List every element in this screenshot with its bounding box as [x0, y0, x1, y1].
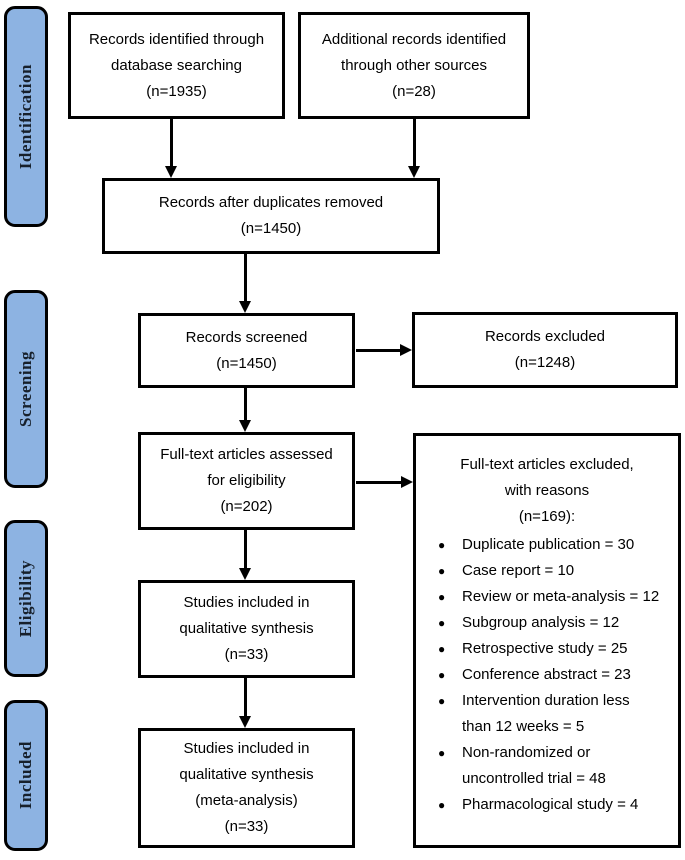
stage-included-label: Included: [16, 741, 35, 810]
stage-included: Included: [4, 700, 48, 851]
excluded-reason-item: ● Review or meta-analysis = 12: [416, 584, 678, 610]
excluded-reasons-list: ● Duplicate publication = 30 ● Case repo…: [416, 532, 678, 818]
bullet-icon: ●: [438, 798, 446, 812]
box-records-screened-line: Records screened: [185, 328, 308, 346]
excluded-reason-item: ● Pharmacological study = 4: [416, 792, 678, 818]
box-qualitative-synthesis-line: Studies included in: [183, 594, 310, 611]
stage-identification: Identification: [4, 6, 48, 227]
box-records-identified-line: Records identified through: [88, 30, 265, 48]
box-additional-records-count: (n=28): [392, 82, 436, 100]
box-records-screened: Records screened (n=1450): [138, 313, 355, 388]
bullet-icon: ●: [438, 642, 446, 656]
box-meta-analysis: Studies included in qualitative synthesi…: [138, 728, 355, 848]
excluded-reason-text: Subgroup analysis = 12: [462, 614, 620, 631]
bullet-icon: ●: [438, 538, 446, 552]
box-records-screened-count: (n=1450): [216, 354, 277, 372]
bullet-icon: ●: [438, 668, 446, 682]
bullet-icon: ●: [438, 564, 446, 578]
box-fulltext-excluded-heading: Full-text articles excluded,: [460, 456, 634, 473]
box-fulltext-excluded-heading: with reasons: [504, 482, 590, 499]
excluded-reason-item: ● Conference abstract = 23: [416, 662, 678, 688]
excluded-reason-item: ● Duplicate publication = 30: [416, 532, 678, 558]
excluded-reason-text: Intervention duration less: [462, 692, 630, 709]
excluded-reason-text: Review or meta-analysis = 12: [462, 588, 660, 605]
box-fulltext-assessed-line: for eligibility: [207, 472, 286, 489]
bullet-icon: ●: [438, 694, 446, 708]
box-fulltext-assessed-line: Full-text articles assessed: [160, 446, 333, 463]
box-records-identified-line: database searching: [111, 56, 242, 74]
box-qualitative-synthesis: Studies included in qualitative synthesi…: [138, 580, 355, 678]
bullet-icon: ●: [438, 590, 446, 604]
excluded-reason-item: ● Retrospective study = 25: [416, 636, 678, 662]
box-fulltext-assessed: Full-text articles assessed for eligibil…: [138, 432, 355, 530]
excluded-reason-text: Retrospective study = 25: [462, 640, 628, 657]
excluded-reason-item: ● Subgroup analysis = 12: [416, 610, 678, 636]
box-qualitative-synthesis-count: (n=33): [224, 646, 269, 663]
box-records-identified-count: (n=1935): [146, 82, 207, 100]
excluded-reason-text: Non-randomized or: [462, 744, 591, 761]
bullet-icon: ●: [438, 746, 446, 760]
excluded-reason-item: ● Non-randomized or uncontrolled trial =…: [416, 740, 678, 792]
box-fulltext-excluded-count: (n=169):: [518, 508, 576, 525]
stage-identification-label: Identification: [16, 63, 35, 170]
box-duplicates-removed: Records after duplicates removed (n=1450…: [102, 178, 440, 254]
box-meta-analysis-line: Studies included in: [183, 740, 310, 757]
stage-screening-label: Screening: [16, 351, 35, 427]
box-meta-analysis-count: (n=33): [224, 818, 269, 835]
box-records-excluded: Records excluded (n=1248): [412, 312, 678, 388]
box-fulltext-assessed-count: (n=202): [220, 498, 273, 515]
box-duplicates-removed-count: (n=1450): [240, 220, 302, 237]
box-records-excluded-line: Records excluded: [484, 328, 606, 345]
excluded-reason-text: than 12 weeks = 5: [462, 718, 585, 735]
excluded-reason-text: Pharmacological study = 4: [462, 796, 639, 813]
excluded-reason-text: uncontrolled trial = 48: [462, 770, 606, 787]
box-records-identified: Records identified through database sear…: [68, 12, 285, 119]
box-additional-records-line: through other sources: [341, 56, 487, 74]
box-qualitative-synthesis-line: qualitative synthesis: [179, 620, 314, 637]
box-meta-analysis-line: (meta-analysis): [195, 792, 298, 809]
stage-screening: Screening: [4, 290, 48, 488]
box-additional-records: Additional records identified through ot…: [298, 12, 530, 119]
excluded-reason-text: Duplicate publication = 30: [462, 536, 635, 553]
stage-eligibility-label: Eligibility: [16, 559, 35, 638]
excluded-reason-item: ● Intervention duration less than 12 wee…: [416, 688, 678, 740]
box-fulltext-excluded: Full-text articles excluded, with reason…: [413, 433, 681, 848]
excluded-reason-text: Case report = 10: [462, 562, 575, 579]
box-additional-records-line: Additional records identified: [321, 30, 507, 48]
box-meta-analysis-line: qualitative synthesis: [179, 766, 314, 783]
box-duplicates-removed-line: Records after duplicates removed: [158, 194, 384, 211]
excluded-reason-text: Conference abstract = 23: [462, 666, 631, 683]
stage-eligibility: Eligibility: [4, 520, 48, 677]
bullet-icon: ●: [438, 616, 446, 630]
excluded-reason-item: ● Case report = 10: [416, 558, 678, 584]
box-records-excluded-count: (n=1248): [514, 354, 576, 371]
